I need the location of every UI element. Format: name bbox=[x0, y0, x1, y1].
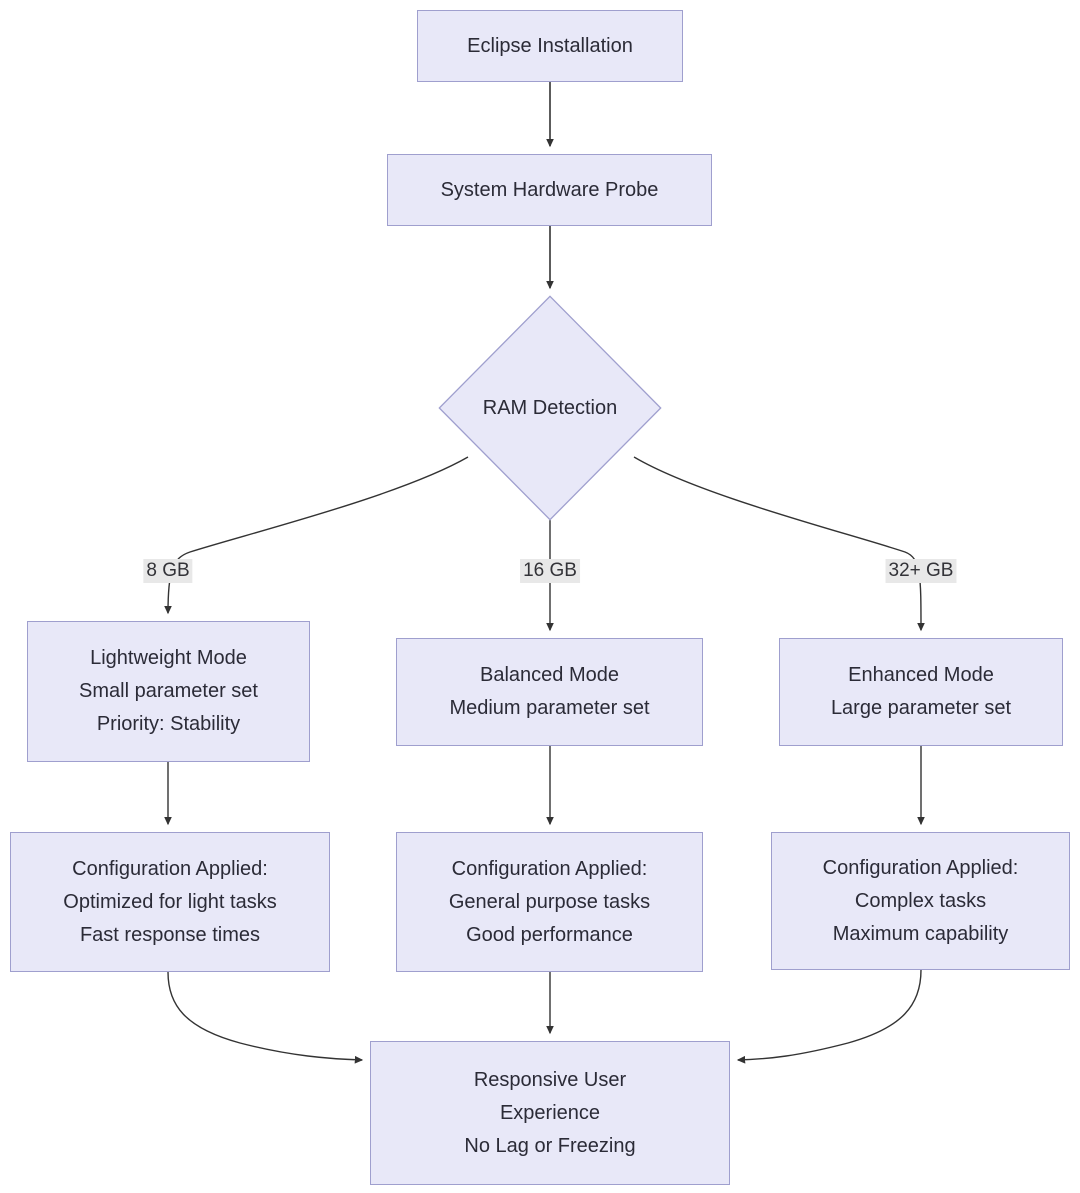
edge-label-32gb: 32+ GB bbox=[885, 559, 957, 583]
node-balanced-mode[interactable]: Balanced Mode Medium parameter set bbox=[396, 638, 703, 746]
node-label-line: Optimized for light tasks bbox=[63, 890, 277, 913]
node-lightweight-mode[interactable]: Lightweight Mode Small parameter set Pri… bbox=[27, 621, 310, 762]
edge-config-enhanced-to-outcome bbox=[736, 969, 922, 1064]
edge-label-16gb: 16 GB bbox=[520, 559, 580, 583]
node-label-line: Configuration Applied: bbox=[451, 857, 648, 880]
node-eclipse-installation[interactable]: Eclipse Installation bbox=[417, 10, 683, 82]
edge-config-light-to-outcome bbox=[167, 971, 364, 1064]
diamond-shape bbox=[438, 295, 662, 521]
node-label-line: Lightweight Mode bbox=[90, 647, 247, 669]
node-label-line: Small parameter set bbox=[79, 680, 258, 702]
node-label-line: Good performance bbox=[466, 923, 633, 946]
node-label-line: Balanced Mode bbox=[480, 664, 619, 686]
node-config-enhanced[interactable]: Configuration Applied: Complex tasks Max… bbox=[771, 832, 1070, 970]
node-label-line: No Lag or Freezing bbox=[464, 1134, 636, 1157]
node-label-line: Large parameter set bbox=[830, 697, 1012, 719]
node-enhanced-mode[interactable]: Enhanced Mode Large parameter set bbox=[779, 638, 1063, 746]
node-label-line: Configuration Applied: bbox=[72, 857, 268, 880]
node-label-line: Fast response times bbox=[79, 923, 261, 946]
node-label-line: Medium parameter set bbox=[449, 697, 650, 719]
node-label-line: General purpose tasks bbox=[448, 890, 651, 913]
edge-decision-to-enhanced bbox=[633, 456, 925, 632]
node-label-line: Eclipse Installation bbox=[467, 34, 633, 57]
node-label-line: Enhanced Mode bbox=[848, 664, 994, 686]
node-label-line: Priority: Stability bbox=[96, 713, 241, 735]
edge-label-8gb: 8 GB bbox=[143, 559, 193, 583]
node-config-light[interactable]: Configuration Applied: Optimized for lig… bbox=[10, 832, 330, 972]
node-label-line: Experience bbox=[499, 1101, 601, 1124]
node-label-line: Complex tasks bbox=[854, 889, 987, 912]
diamond-label: RAM Detection bbox=[438, 295, 662, 521]
node-system-hardware-probe[interactable]: System Hardware Probe bbox=[387, 154, 712, 226]
node-config-balanced[interactable]: Configuration Applied: General purpose t… bbox=[396, 832, 703, 972]
node-label-line: Responsive User bbox=[473, 1068, 627, 1091]
node-label-line: RAM Detection bbox=[482, 396, 618, 419]
node-label-line: Maximum capability bbox=[832, 922, 1009, 945]
node-label-line: System Hardware Probe bbox=[440, 178, 659, 201]
node-ram-detection[interactable]: RAM Detection bbox=[438, 295, 662, 521]
node-label-line: Configuration Applied: bbox=[822, 856, 1019, 879]
edge-decision-to-lightweight bbox=[164, 456, 469, 615]
node-responsive-user-experience[interactable]: Responsive User Experience No Lag or Fre… bbox=[370, 1041, 730, 1185]
